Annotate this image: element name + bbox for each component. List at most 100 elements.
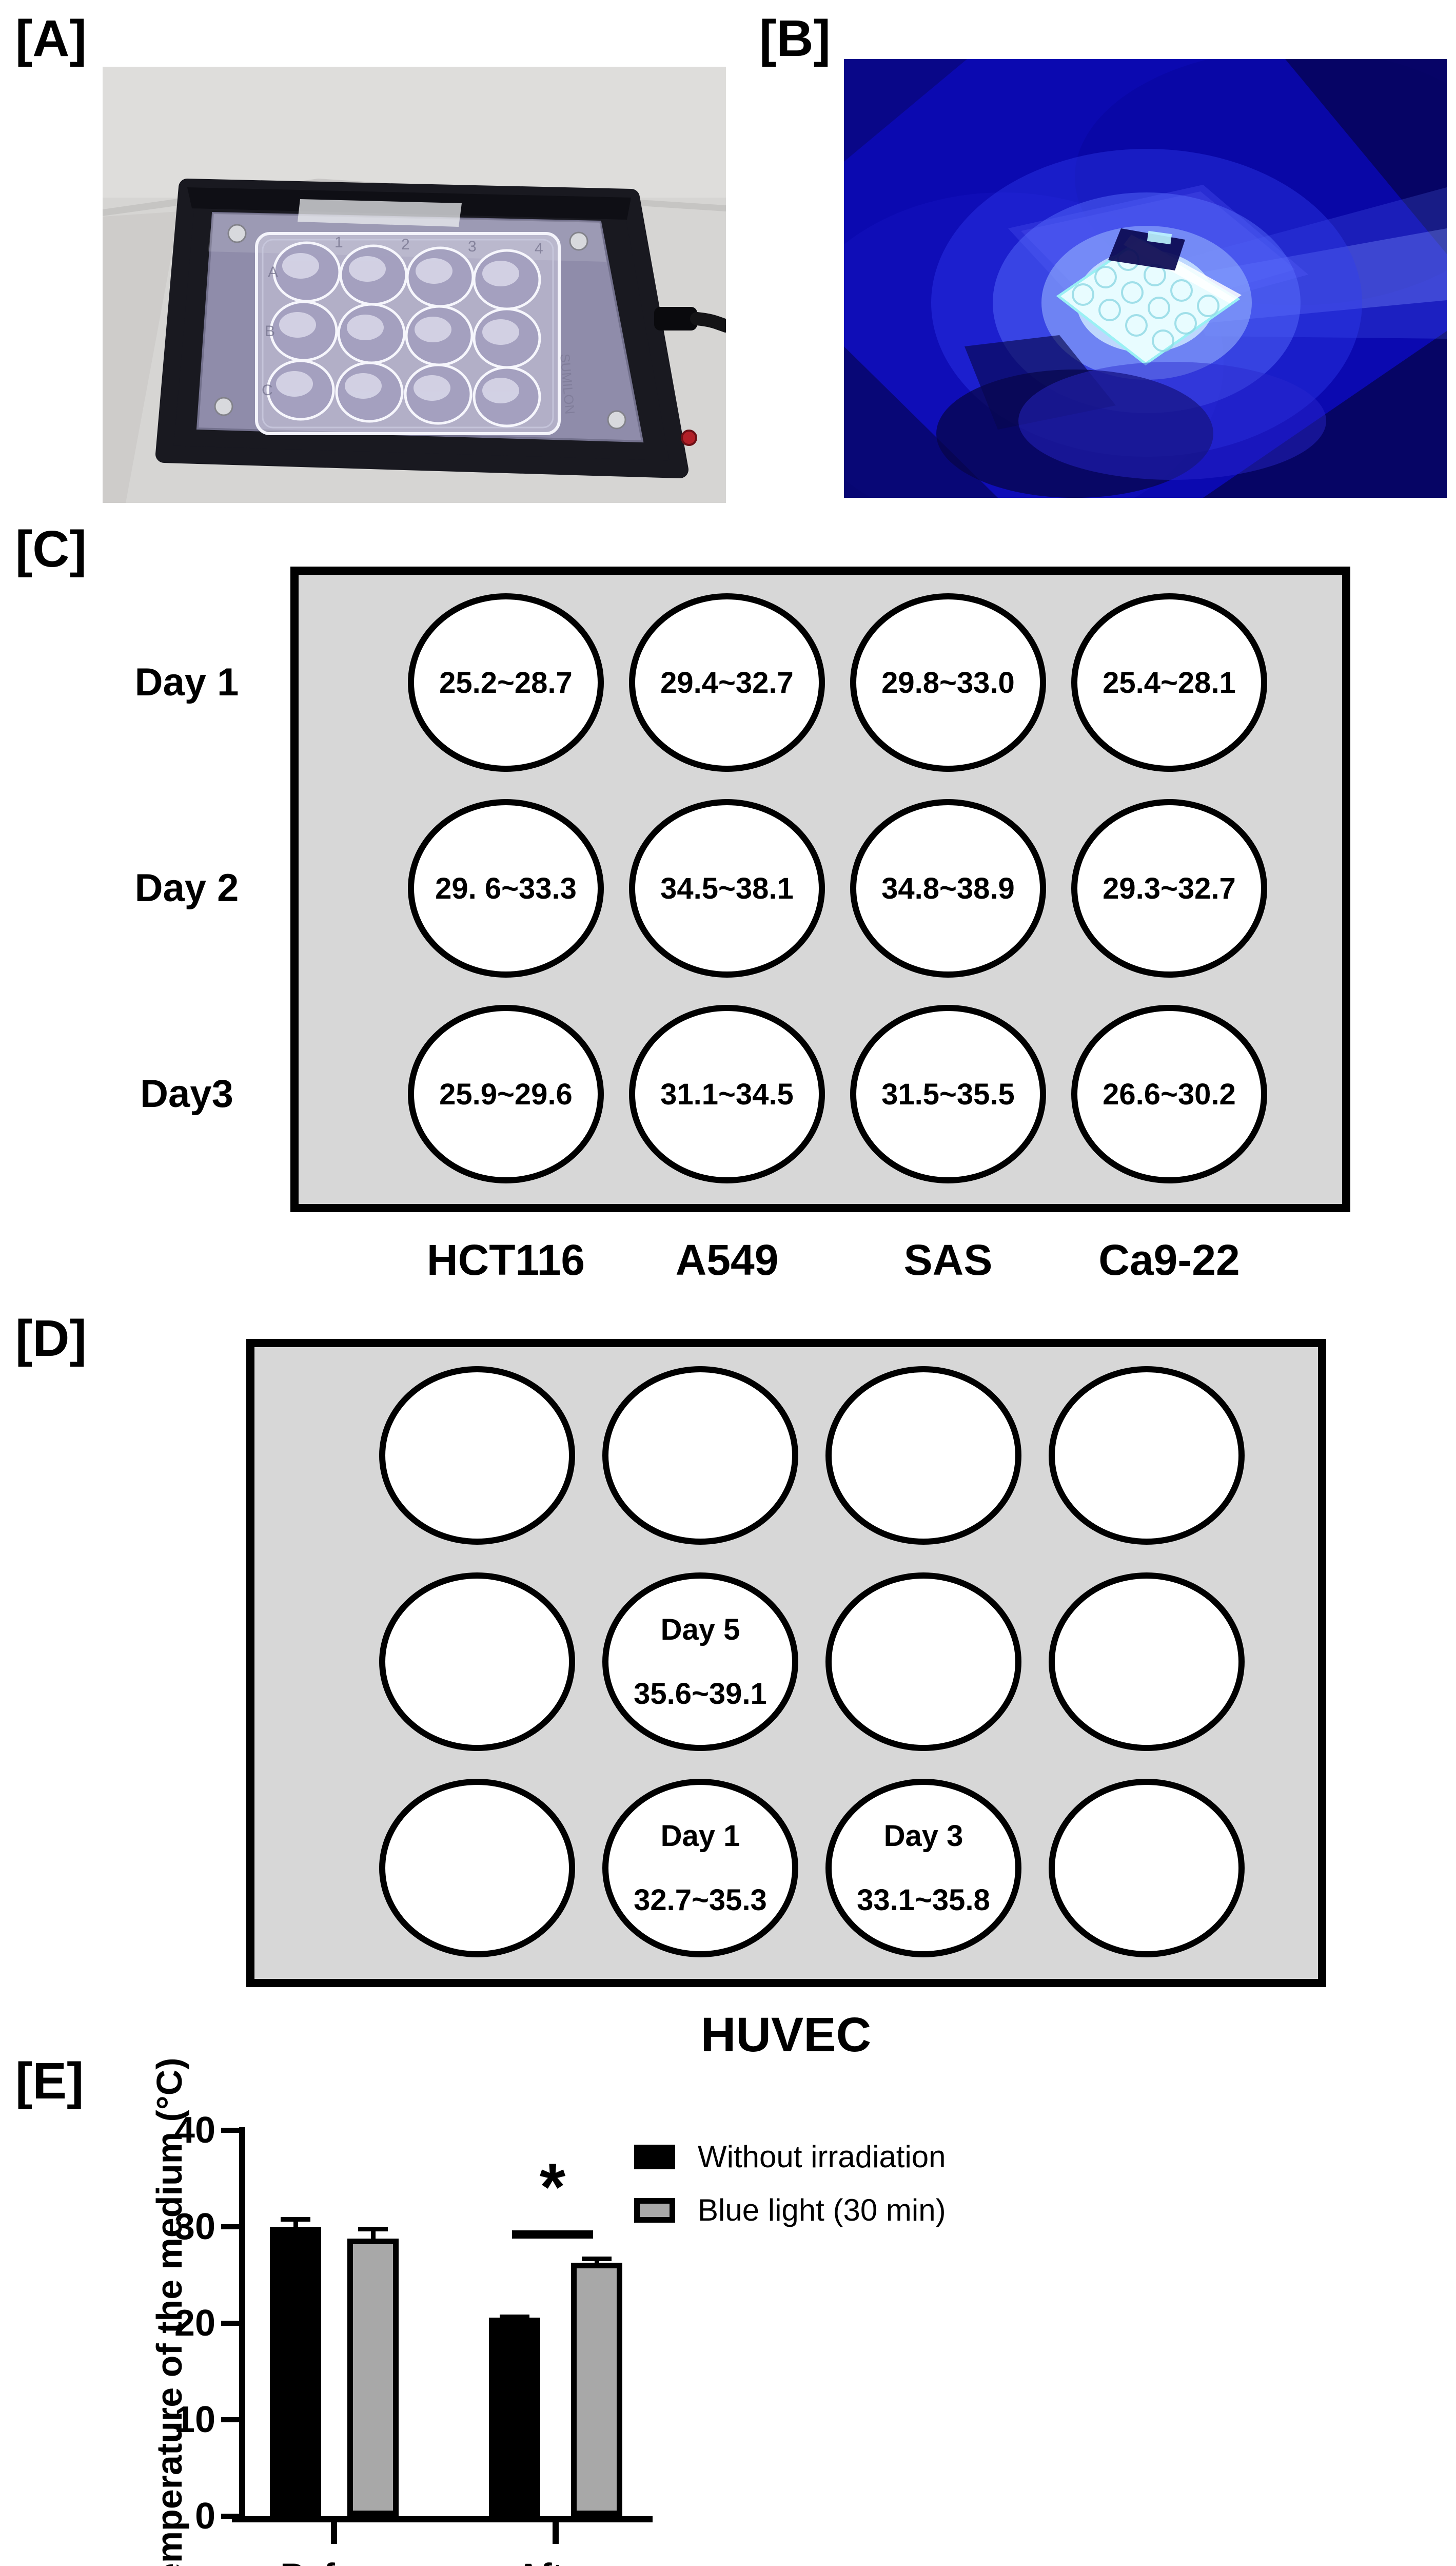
panel-a-label: [A] — [15, 10, 87, 67]
device-photo-illustration: A B C 1 2 3 4 SUMILON — [103, 67, 733, 503]
well-c-r2-c4: 29.3~32.7 — [1071, 799, 1267, 978]
bar-blue-light-before — [347, 2238, 399, 2516]
well-d-r2-c1 — [379, 1572, 575, 1751]
well-c-r1-c2: 29.4~32.7 — [629, 593, 825, 772]
well-d-r3-c4 — [1049, 1779, 1245, 1957]
well-day-label: Day 1 — [660, 1819, 740, 1853]
y-tick-30 — [221, 2224, 239, 2229]
y-tick-40 — [221, 2128, 239, 2133]
legend-swatch-without-irradiation — [634, 2145, 675, 2169]
well-highlights — [276, 253, 519, 403]
error-bar — [358, 2227, 388, 2243]
well-d-r2-c3 — [825, 1572, 1021, 1751]
x-category-after: After — [453, 2558, 658, 2566]
y-tick-20 — [221, 2321, 239, 2326]
well-d-r1-c3 — [825, 1366, 1021, 1545]
well-c-r2-c3: 34.8~38.9 — [850, 799, 1046, 978]
plate-letter-c: C — [262, 382, 273, 399]
y-axis-line — [239, 2127, 245, 2522]
bar-without-irradiation-after — [489, 2317, 540, 2516]
plate-number-1: 1 — [335, 234, 343, 251]
well-d-r3-c2: Day 1 32.7~35.3 — [602, 1779, 798, 1957]
well-c-r3-c4: 26.6~30.2 — [1071, 1005, 1267, 1183]
panel-c-label: [C] — [15, 520, 87, 578]
plate-number-2: 2 — [401, 236, 410, 253]
well-value: 26.6~30.2 — [1103, 1077, 1236, 1111]
panel-a-photo: A B C 1 2 3 4 SUMILON — [103, 67, 733, 503]
well-c-r1-c1: 25.2~28.7 — [408, 593, 604, 772]
panel-e-label: [E] — [15, 2052, 84, 2110]
plate-labels: A B C 1 2 3 4 SUMILON — [262, 234, 578, 415]
significance-line — [512, 2230, 593, 2239]
panel-b-label: [B] — [759, 10, 831, 67]
plate-letter-b: B — [265, 323, 275, 340]
well-value: 29. 6~33.3 — [435, 871, 577, 905]
error-bar — [582, 2257, 612, 2267]
well-value: 29.4~32.7 — [660, 666, 794, 699]
x-tick-after — [553, 2522, 559, 2544]
foreground-silhouettes — [936, 335, 1326, 498]
well-day-label: Day 3 — [883, 1819, 963, 1853]
clear-12well-plate: A B C 1 2 3 4 SUMILON — [255, 232, 578, 435]
well-c-r2-c2: 34.5~38.1 — [629, 799, 825, 978]
well-c-r2-c1: 29. 6~33.3 — [408, 799, 604, 978]
well-value: 34.8~38.9 — [881, 871, 1015, 905]
significance-asterisk: * — [539, 2149, 566, 2224]
x-axis-line — [232, 2516, 653, 2522]
blue-light-photo-illustration — [782, 49, 1456, 531]
y-tick-label-0: 0 — [194, 2496, 215, 2537]
power-button — [681, 430, 697, 446]
panel-d-label: [D] — [15, 1310, 87, 1367]
error-bar — [500, 2315, 529, 2322]
well-value: 25.2~28.7 — [439, 666, 573, 699]
legend-label-blue-light: Blue light (30 min) — [698, 2193, 946, 2227]
well-c-r1-c4: 25.4~28.1 — [1071, 593, 1267, 772]
well-d-r3-c1 — [379, 1779, 575, 1957]
y-tick-label-10: 10 — [174, 2399, 215, 2440]
well-value: 29.3~32.7 — [1103, 871, 1236, 905]
y-tick-label-20: 20 — [174, 2303, 215, 2344]
bar-without-irradiation-before — [270, 2227, 321, 2516]
plate-c-row-label-3: Day3 — [140, 1072, 233, 1116]
well-c-r3-c3: 31.5~35.5 — [850, 1005, 1046, 1183]
legend-label-without-irradiation: Without irradiation — [698, 2140, 946, 2174]
well-value: 25.9~29.6 — [439, 1077, 573, 1111]
well-d-r2-c2: Day 5 35.6~39.1 — [602, 1572, 798, 1751]
well-day-label: Day 5 — [660, 1613, 740, 1646]
well-c-r3-c1: 25.9~29.6 — [408, 1005, 604, 1183]
well-c-r1-c3: 29.8~33.0 — [850, 593, 1046, 772]
plate-letter-a: A — [268, 264, 278, 281]
bar-blue-light-after — [571, 2262, 622, 2516]
glowing-plate — [1056, 228, 1242, 366]
y-tick-10 — [221, 2417, 239, 2422]
plate-d-title: HUVEC — [700, 2008, 872, 2062]
well-temp-range: 33.1~35.8 — [857, 1883, 990, 1917]
well-value: 25.4~28.1 — [1103, 666, 1236, 699]
plate-c-col-label-4: Ca9-22 — [1098, 1236, 1240, 1284]
y-tick-label-40: 40 — [174, 2110, 215, 2151]
plate-number-4: 4 — [535, 240, 543, 257]
y-tick-label-30: 30 — [174, 2206, 215, 2247]
plate-c-col-label-1: HCT116 — [426, 1236, 585, 1284]
well-d-r2-c4 — [1049, 1572, 1245, 1751]
plate-c-row-label-1: Day 1 — [134, 660, 239, 704]
device-screws — [214, 224, 626, 430]
glowing-plate-wells — [1072, 248, 1219, 352]
well-value: 31.5~35.5 — [881, 1077, 1015, 1111]
well-temp-range: 32.7~35.3 — [634, 1883, 767, 1917]
x-tick-before — [331, 2522, 337, 2544]
well-c-r3-c2: 31.1~34.5 — [629, 1005, 825, 1183]
plate-c-col-label-3: SAS — [903, 1236, 993, 1284]
power-cable — [654, 307, 733, 333]
panel-b-photo — [782, 49, 1456, 531]
well-value: 29.8~33.0 — [881, 666, 1015, 699]
y-tick-0 — [221, 2514, 239, 2519]
plate-c-row-label-2: Day 2 — [134, 866, 239, 910]
plate-number-3: 3 — [468, 238, 477, 255]
well-value: 34.5~38.1 — [660, 871, 794, 905]
y-axis-title: Temperature of the medium (°C) — [149, 2057, 189, 2566]
legend-swatch-blue-light — [634, 2198, 675, 2223]
well-temp-range: 35.6~39.1 — [634, 1677, 767, 1710]
well-d-r1-c2 — [602, 1366, 798, 1545]
